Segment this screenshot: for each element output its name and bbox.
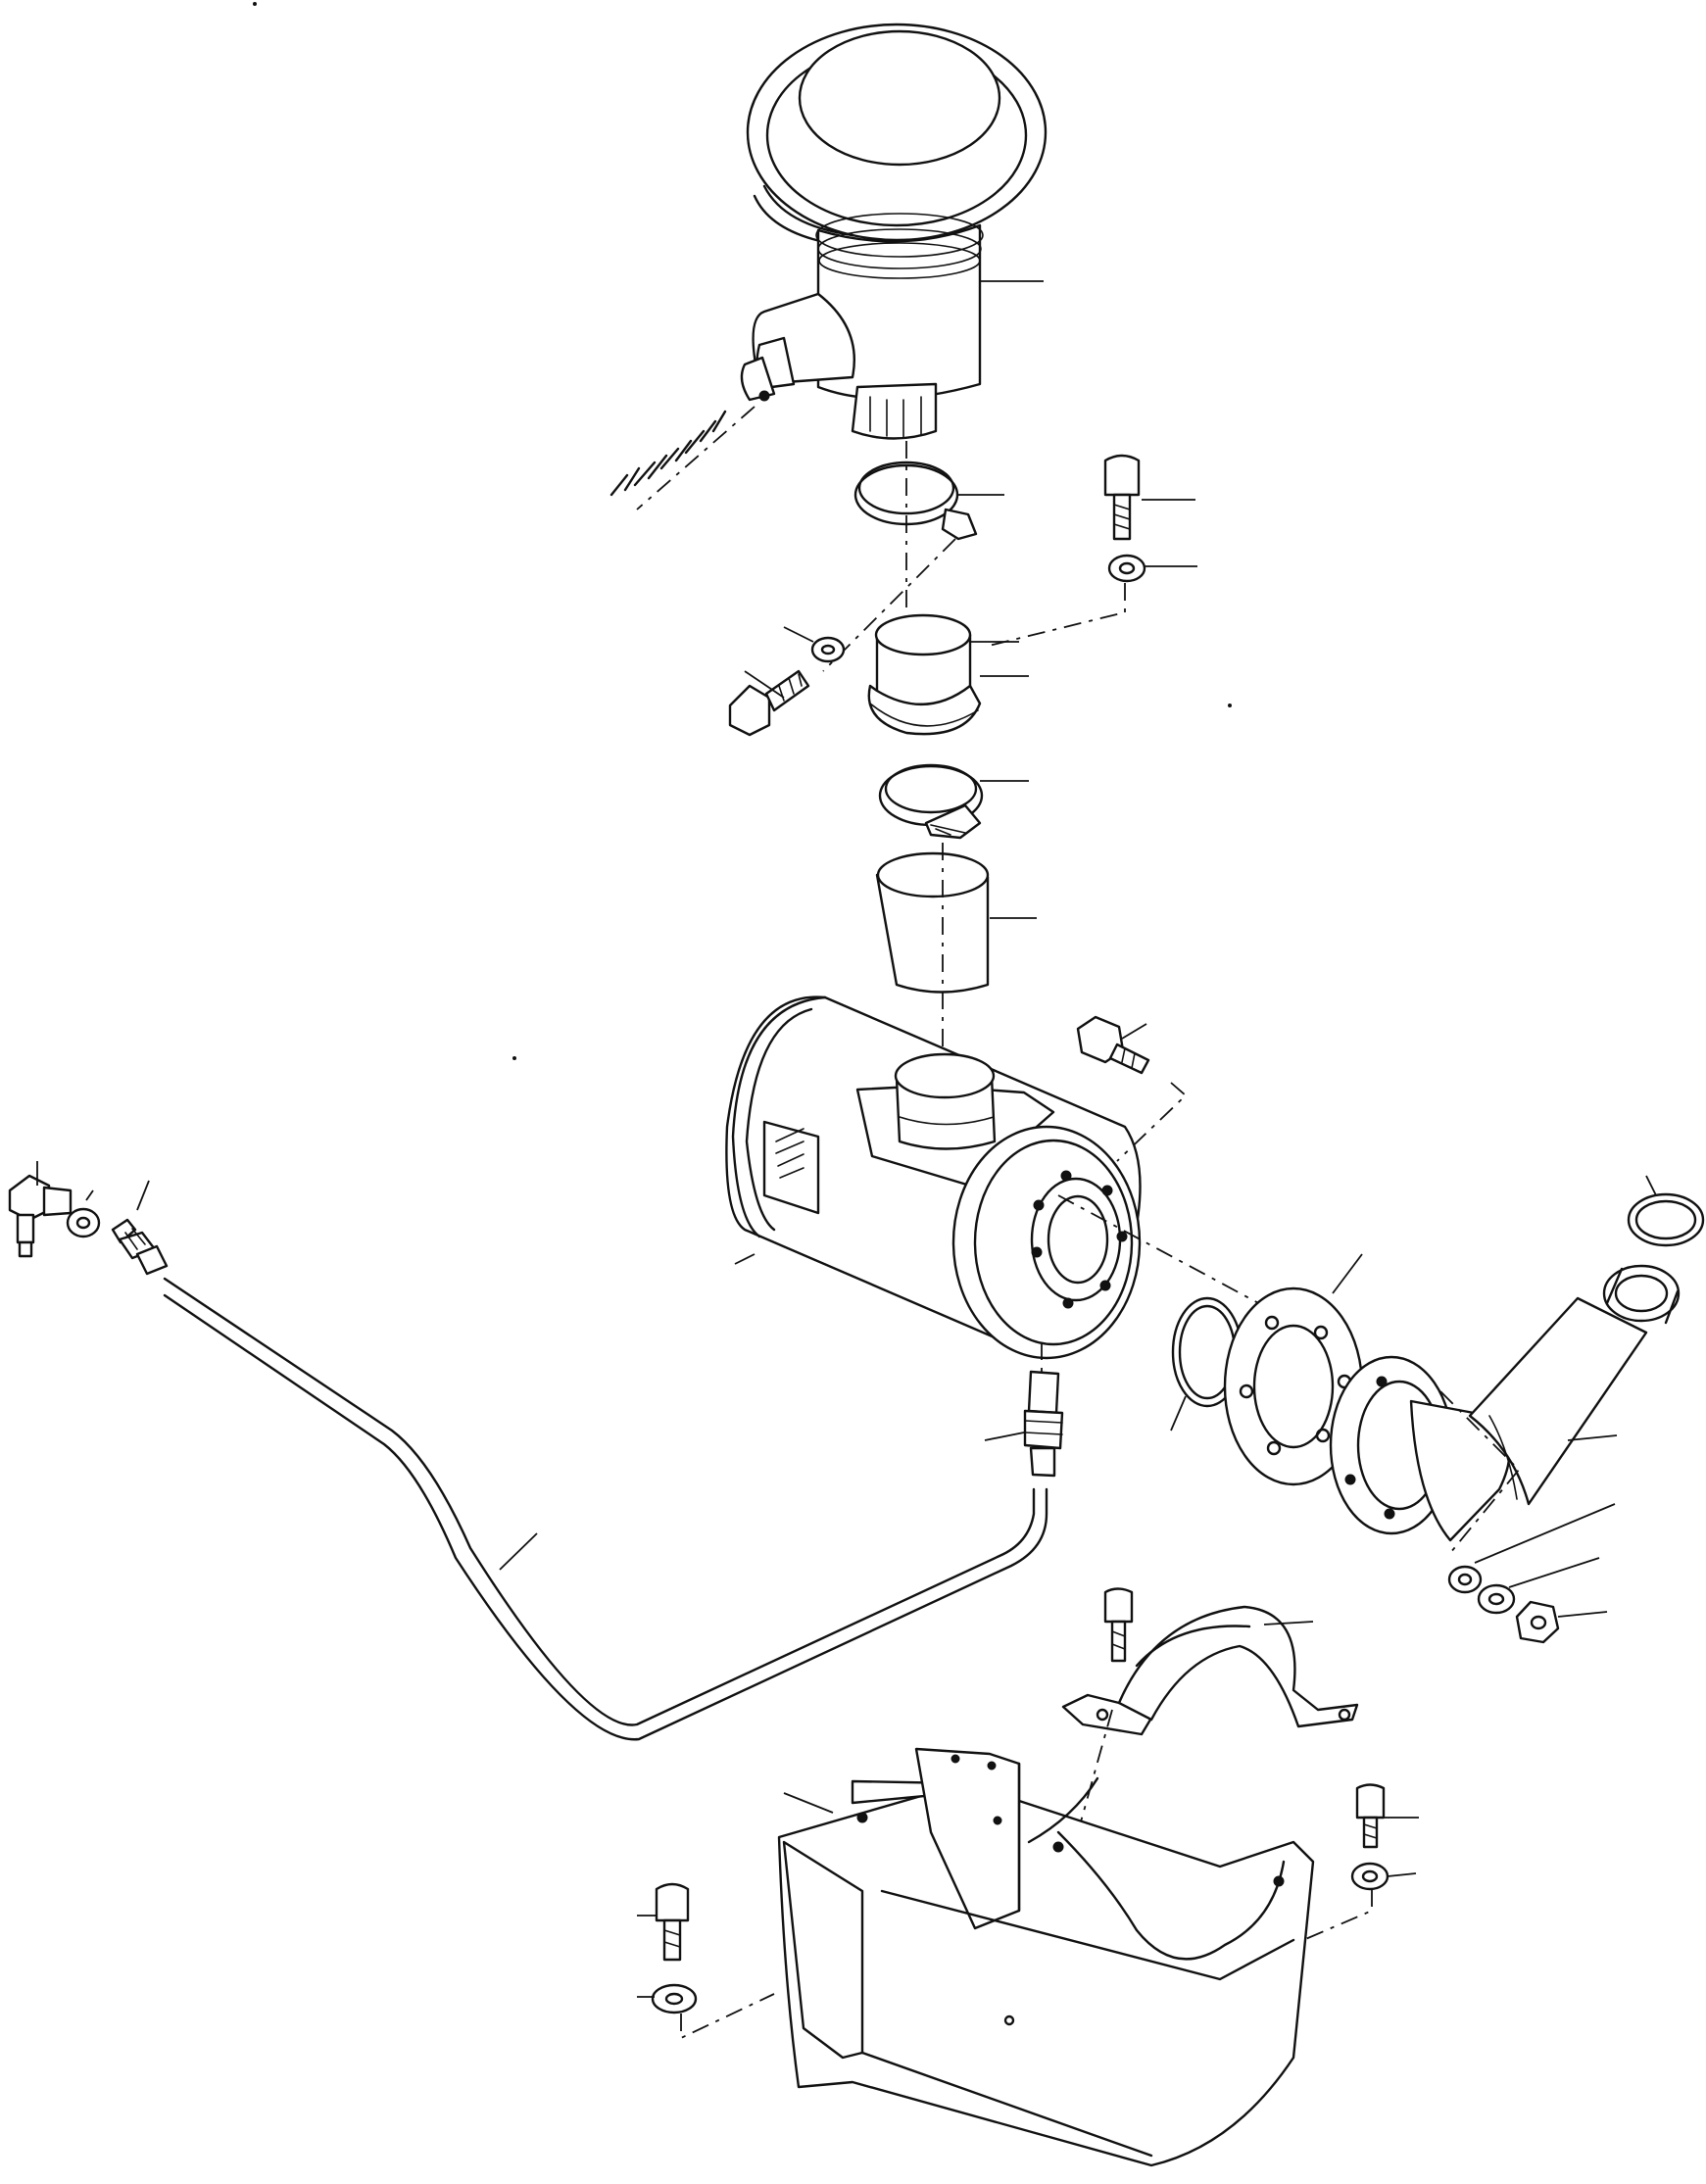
support-bracket bbox=[777, 1747, 1315, 2167]
banjo-washer bbox=[66, 1189, 101, 1238]
precleaner-cap bbox=[746, 23, 1048, 249]
hose-clamp-lower bbox=[878, 763, 1029, 840]
bolts bbox=[728, 669, 810, 737]
rubber-hose bbox=[875, 851, 1037, 994]
washers bbox=[1107, 554, 1197, 583]
outlet-flange bbox=[1329, 1355, 1454, 1535]
nut bbox=[1515, 1600, 1608, 1644]
restriction-indicator bbox=[984, 1370, 1064, 1478]
elbow-fitting bbox=[8, 1161, 73, 1258]
bolts bbox=[1355, 1783, 1419, 1849]
washers bbox=[637, 1983, 698, 2014]
o-ring-elbow bbox=[1627, 1175, 1705, 1247]
hose-clamp-upper bbox=[853, 461, 1004, 541]
tube-line bbox=[163, 1277, 1048, 1741]
washers bbox=[1447, 1503, 1616, 1615]
union-connector bbox=[111, 1180, 169, 1276]
adapter-flange bbox=[867, 613, 1029, 736]
bolts bbox=[1103, 1587, 1134, 1663]
precleaner-bowl bbox=[815, 213, 1044, 440]
bolts bbox=[637, 1882, 690, 1962]
mounting-strap bbox=[1061, 1605, 1359, 1736]
washers bbox=[1350, 1862, 1417, 1891]
washers bbox=[783, 626, 846, 663]
bolts bbox=[1076, 1015, 1150, 1075]
elbow-pipe bbox=[1409, 1264, 1681, 1554]
bolts bbox=[1103, 454, 1195, 541]
air-cleaner-body bbox=[725, 995, 1142, 1360]
vacuator-valve bbox=[609, 292, 856, 510]
